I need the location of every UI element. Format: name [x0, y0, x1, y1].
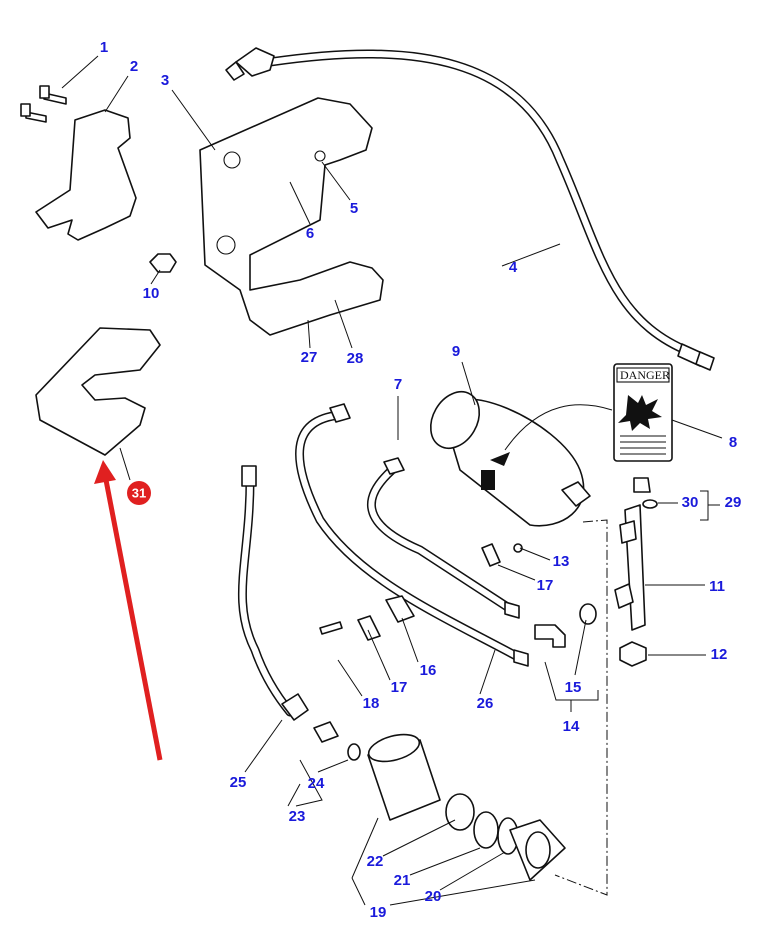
- label-23: 23: [289, 808, 306, 825]
- label-25: 25: [230, 774, 247, 791]
- pipe-part-26: [295, 403, 529, 667]
- decal-text: DANGER: [620, 368, 670, 382]
- label-4: 4: [509, 259, 518, 276]
- bolt-part-1: [20, 85, 67, 123]
- label-30: 30: [682, 494, 699, 511]
- label-24: 24: [308, 775, 325, 792]
- highlight-badge: [127, 481, 151, 505]
- bracket-part-31: [35, 327, 161, 456]
- label-31: 31: [132, 485, 146, 500]
- filter-assembly: [367, 733, 566, 881]
- label-20: 20: [425, 888, 442, 905]
- label-22: 22: [367, 853, 384, 870]
- label-1: 1: [100, 39, 108, 56]
- clip-part-17: [481, 543, 501, 567]
- plug-part-29: [633, 477, 651, 493]
- label-26: 26: [477, 695, 494, 712]
- label-14: 14: [563, 718, 580, 735]
- fitting-part-12: [619, 641, 647, 667]
- label-13: 13: [553, 553, 570, 570]
- label-21: 21: [394, 872, 411, 889]
- label-2: 2: [130, 58, 138, 75]
- label-19: 19: [370, 904, 387, 921]
- adapter-part-24: [313, 721, 339, 743]
- label-11: 11: [709, 578, 725, 595]
- label-17: 17: [537, 577, 554, 594]
- label-18: 18: [363, 695, 380, 712]
- label-8: 8: [729, 434, 737, 451]
- label-9: 9: [452, 343, 460, 360]
- label-3: 3: [161, 72, 169, 89]
- label-15: 15: [565, 679, 582, 696]
- label-28: 28: [347, 350, 364, 367]
- danger-decal-part-8: DANGER: [613, 363, 673, 462]
- label-12: 12: [711, 646, 728, 663]
- clip-part-16: [385, 595, 415, 623]
- label-27: 27: [301, 349, 318, 366]
- label-10: 10: [143, 285, 160, 302]
- bracket-part-3: [199, 97, 384, 336]
- label-7: 7: [394, 376, 402, 393]
- label-5: 5: [350, 200, 358, 217]
- pipe-part-7: [367, 457, 520, 619]
- elbow-part-14: [534, 624, 566, 648]
- label-16: 16: [420, 662, 437, 679]
- nut-part-10: [149, 253, 177, 273]
- label-29: 29: [725, 494, 742, 511]
- label-17b: 17: [391, 679, 408, 696]
- highlight-arrow: [94, 460, 163, 761]
- receiver-drier-part-9: [429, 390, 613, 527]
- bolt-part-18: [319, 621, 343, 635]
- leader-lines: [61, 55, 723, 906]
- label-6: 6: [306, 225, 314, 242]
- hose-part-4: [225, 47, 715, 371]
- hose-part-25: [237, 465, 309, 721]
- bracket-part-2: [35, 109, 137, 241]
